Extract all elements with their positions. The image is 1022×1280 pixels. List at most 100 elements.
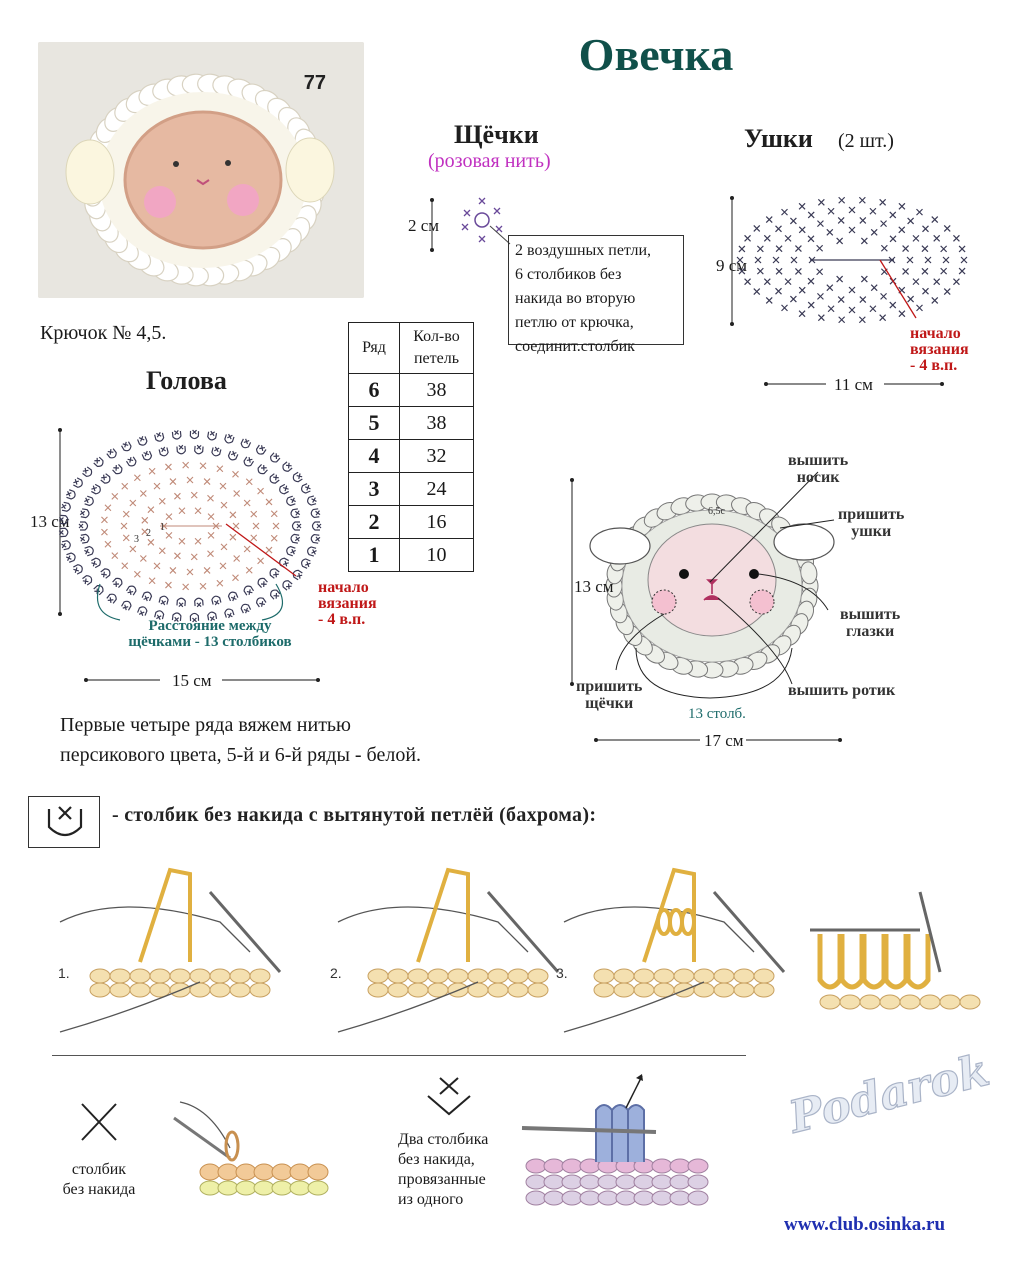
podarok-watermark: Podarok — [784, 1044, 995, 1162]
label-cheeks-line: щёчки — [585, 695, 634, 712]
step-number: 3. — [556, 965, 568, 981]
ears-width: 11 см — [834, 375, 873, 394]
head-header: Голова — [146, 366, 227, 395]
head-distance-bracket — [96, 583, 121, 621]
photo-nose — [196, 179, 210, 186]
fringe-symbol — [28, 796, 100, 848]
step-number: 1. — [58, 965, 70, 981]
head-start-arrow — [225, 523, 297, 577]
sheep-photo-illustration — [38, 42, 364, 298]
fringe-description: - столбик без накида с вытянутой петлёй … — [112, 804, 597, 826]
table-cell-row: 5 — [348, 406, 400, 440]
head-start-line: вязания — [318, 595, 377, 612]
ears-start-line: вязания — [910, 341, 969, 358]
ears-start-label: начало вязания - 4 в.п. — [910, 326, 969, 374]
label-eyes: вышить глазки — [840, 606, 900, 640]
assembly-left-ear — [589, 527, 651, 565]
table-cell-count: 16 — [399, 505, 474, 539]
ears-start-line: - 4 в.п. — [910, 357, 958, 374]
rows-table-header-count: Кол-во петель — [399, 322, 474, 374]
photo-face — [123, 110, 283, 250]
sheep-photo: 77 — [38, 42, 364, 298]
head-distance-line: щёчками - 13 столбиков — [128, 634, 292, 650]
assembly-right-ear — [773, 523, 835, 561]
stitch-count-bracket — [635, 647, 793, 699]
sc2tog-label-line: провязанные — [398, 1171, 486, 1188]
label-mouth: вышить ротик — [788, 682, 896, 699]
photo-right-cheek — [227, 184, 259, 216]
label-ears-line: ушки — [851, 523, 892, 540]
head-width: 15 см — [172, 671, 212, 690]
cheek-chain-ring — [474, 212, 490, 228]
cheek-stitches — [461, 197, 503, 243]
cheeks-note-line: накида во вторую — [515, 290, 636, 307]
rows-table-header: Ряд Кол-во петель — [348, 322, 474, 374]
cheeks-note: 2 воздушных петли, 6 столбиков без накид… — [508, 235, 684, 355]
label-cheeks: пришить щёчки — [576, 678, 642, 712]
ear-stitch-grid — [736, 196, 968, 324]
table-cell-row: 2 — [348, 505, 400, 539]
label-ears-line: пришить — [838, 506, 905, 523]
ears-header: Ушки — [744, 124, 813, 153]
assembly-right-cheek — [749, 589, 775, 615]
sc2tog-symbol — [427, 1077, 471, 1116]
head-stitch-rings — [58, 429, 322, 623]
head-distance-label: Расстояние между щёчками - 13 столбиков — [110, 618, 310, 650]
single-crochet-illustration — [173, 1101, 329, 1196]
ear-start-arrow — [879, 259, 917, 319]
pointer-ears — [779, 519, 835, 529]
label-eyes-line: вышить — [840, 606, 901, 623]
assembly-diagram: 6,5с — [570, 471, 842, 742]
assembly-inner-label: 6,5с — [708, 506, 726, 517]
label-ears: пришить ушки — [838, 506, 904, 540]
head-start-line: - 4 в.п. — [318, 611, 366, 628]
label-nose: вышить носик — [788, 452, 848, 486]
rows-table-header-count-line: Кол-во — [413, 328, 460, 345]
rows-table-header-count-line: петель — [413, 350, 460, 367]
yarn-instruction: Первые четыре ряда вяжем нитью персиково… — [60, 710, 421, 770]
sc2tog-label: Два столбика без накида, провязанные из … — [398, 1130, 488, 1210]
watermark-text: Podarok — [784, 1044, 995, 1144]
head-chart: 3 2 1 — [58, 428, 322, 682]
table-cell-count: 38 — [399, 373, 474, 407]
cheeks-note-line: 2 воздушных петли, — [515, 242, 652, 259]
pointer-eyes — [757, 573, 829, 611]
cheek-note-pointer — [489, 225, 511, 245]
photo-right-eye — [225, 160, 231, 166]
table-cell-row: 3 — [348, 472, 400, 506]
head-distance-line: Расстояние между — [148, 618, 272, 634]
table-cell-count: 38 — [399, 406, 474, 440]
photo-left-eye — [173, 161, 179, 167]
head-row-label: 1 — [160, 522, 165, 533]
cheeks-yarn: (розовая нить) — [428, 150, 551, 172]
head-start-line: начало — [318, 579, 369, 596]
single-crochet-label: столбик без накида — [54, 1160, 144, 1200]
pointer-cheeks — [615, 613, 665, 671]
ear-chart — [730, 196, 968, 386]
table-cell-row: 6 — [348, 373, 400, 407]
table-cell-count: 32 — [399, 439, 474, 473]
head-row-label: 2 — [146, 528, 151, 539]
label-nose-line: носик — [796, 469, 840, 486]
sc2tog-label-line: из одного — [398, 1191, 464, 1208]
single-crochet-label-line: без накида — [62, 1181, 136, 1198]
table-cell-count: 24 — [399, 472, 474, 506]
yarn-instruction-line: Первые четыре ряда вяжем нитью — [60, 714, 351, 736]
table-cell-row: 1 — [348, 538, 400, 572]
cheeks-note-line: соединит.столбик — [515, 338, 635, 355]
label-eyes-line: глазки — [845, 623, 895, 640]
assembly-left-eye — [679, 569, 689, 579]
photo-left-cheek — [144, 186, 176, 218]
photo-left-ear — [65, 139, 115, 205]
table-cell-row: 4 — [348, 439, 400, 473]
assembly-height: 13 см — [574, 577, 614, 596]
sc2tog-label-line: Два столбика — [398, 1131, 489, 1148]
ears-count: (2 шт.) — [838, 130, 894, 152]
website-link[interactable]: www.club.osinka.ru — [784, 1214, 946, 1235]
hook-size: Крючок № 4,5. — [40, 322, 167, 344]
